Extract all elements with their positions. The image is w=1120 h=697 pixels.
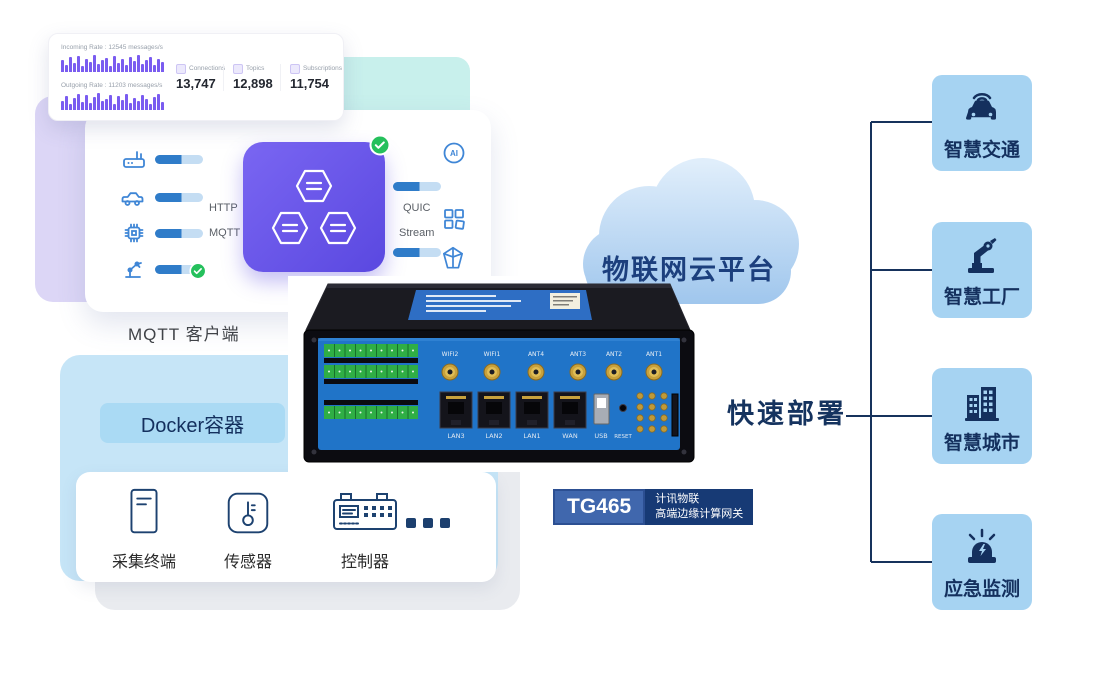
car-icon — [121, 192, 144, 206]
docker-item-sensor: 传感器 — [200, 484, 296, 572]
app-card-label: 智慧工厂 — [943, 286, 1020, 308]
incoming-rate-chart: Incoming Rate : 12545 messages/s — [61, 44, 164, 72]
mqtt-broker-box — [243, 142, 385, 272]
router-icon — [123, 151, 145, 168]
docker-item-label: 传感器 — [223, 554, 272, 571]
metric-subscriptions: Subscriptions 11,754 — [279, 63, 342, 91]
product-model: TG465 — [553, 489, 646, 525]
docker-item-terminal: 采集终端 — [94, 484, 194, 572]
antenna-label: ANT3 — [570, 351, 586, 358]
flow-arrow — [393, 248, 441, 257]
emergency-monitor-icon — [968, 528, 996, 563]
product-description: 计讯物联 高端边缘计算网关 — [645, 489, 754, 525]
protocol-label-http: HTTP — [209, 202, 238, 214]
ai-label: AI — [450, 149, 458, 158]
gateway-device: WIFI2 WIFI1 ANT4 ANT3 ANT2 ANT1 — [288, 276, 712, 472]
reset-label: RESET — [614, 434, 632, 440]
robot-arm-icon — [125, 261, 142, 278]
smart-factory-icon — [968, 237, 997, 273]
flow-arrow — [155, 265, 203, 274]
check-icon — [369, 134, 391, 156]
edge-devices-card: 采集终端 传感器 — [76, 472, 496, 582]
lan-port-label: LAN1 — [523, 432, 540, 440]
rate-charts: Incoming Rate : 12545 messages/s Outgoin… — [61, 44, 164, 110]
metric-icon — [289, 63, 300, 74]
sensor-icon — [221, 484, 275, 542]
antenna-label: ANT4 — [528, 351, 544, 358]
app-card-label: 应急监测 — [943, 578, 1020, 600]
app-card-factory: 智慧工厂 — [932, 222, 1032, 318]
metric-label: Subscriptions — [302, 65, 342, 72]
brand-name: 计讯物联 — [655, 493, 700, 505]
product-badge: TG465 计讯物联 高端边缘计算网关 — [553, 489, 754, 525]
usb-port-label: USB — [594, 432, 607, 440]
diamond-icon — [442, 246, 464, 269]
protocol-label-mqtt: MQTT — [209, 227, 241, 239]
docker-item-label: 控制器 — [340, 554, 389, 571]
metric-connections: Connections 13,747 — [176, 63, 226, 91]
metric-icon — [232, 63, 243, 74]
flow-arrow — [155, 193, 203, 202]
app-card-traffic: 智慧交通 — [932, 75, 1032, 171]
incoming-rate-label: Incoming Rate : 12545 messages/s — [61, 44, 163, 51]
flow-arrow — [155, 155, 203, 164]
protocol-label-stream: Stream — [399, 227, 435, 239]
outgoing-bars — [61, 92, 164, 110]
antenna-label: WIFI1 — [484, 351, 501, 358]
docker-item-label: 采集终端 — [111, 554, 176, 571]
collector-terminal-icon — [116, 484, 172, 542]
flow-arrow — [393, 182, 441, 191]
ai-head-icon: AI — [443, 142, 465, 164]
metric-value: 11,754 — [289, 75, 330, 91]
mqtt-panel-caption: MQTT 客户端 — [128, 325, 240, 344]
protocol-label-quic: QUIC — [403, 202, 431, 214]
antenna-label: ANT2 — [606, 351, 622, 358]
flow-arrow — [155, 229, 203, 238]
smart-city-icon — [965, 386, 999, 421]
app-card-emergency: 应急监测 — [932, 514, 1032, 610]
app-card-label: 智慧城市 — [943, 432, 1020, 454]
cloud-platform-label: 物联网云平台 — [602, 255, 776, 285]
check-icon — [189, 262, 207, 280]
mqtt-dashboard-card: Incoming Rate : 12545 messages/s Outgoin… — [48, 33, 344, 121]
metric-label: Topics — [245, 65, 265, 72]
controller-icon — [331, 484, 399, 542]
lan-port-label: WAN — [562, 432, 578, 440]
gateway-device-illustration: WIFI2 WIFI1 ANT4 ANT3 ANT2 ANT1 — [288, 276, 712, 472]
outgoing-rate-chart: Outgoing Rate : 11203 messages/s — [61, 82, 164, 110]
metric-topics: Topics 12,898 — [222, 63, 280, 91]
lan-port-label: LAN2 — [485, 432, 502, 440]
product-type: 高端边缘计算网关 — [655, 508, 744, 521]
app-card-label: 智慧交通 — [943, 139, 1020, 161]
lan-port-label: LAN3 — [447, 432, 464, 440]
metric-label: Connections — [189, 65, 226, 72]
metric-value: 13,747 — [176, 75, 216, 91]
metric-value: 12,898 — [232, 75, 273, 91]
modules-icon — [444, 209, 465, 230]
metric-icon — [176, 63, 186, 74]
docker-title: Docker容器 — [100, 403, 285, 443]
ellipsis-dots — [406, 518, 450, 528]
chip-icon — [124, 223, 144, 243]
smart-traffic-icon — [966, 92, 996, 120]
hexagon-cluster-icon — [271, 169, 357, 245]
app-card-city: 智慧城市 — [932, 368, 1032, 464]
deploy-label: 快速部署 — [727, 399, 847, 429]
outgoing-rate-label: Outgoing Rate : 11203 messages/s — [61, 82, 163, 89]
docker-item-controller: 控制器 — [300, 484, 430, 572]
incoming-bars — [61, 54, 164, 72]
antenna-label: ANT1 — [646, 351, 662, 358]
antenna-label: WIFI2 — [442, 351, 459, 358]
metrics-row: Connections 13,747 Topics 12,898 Subscri… — [176, 44, 342, 110]
